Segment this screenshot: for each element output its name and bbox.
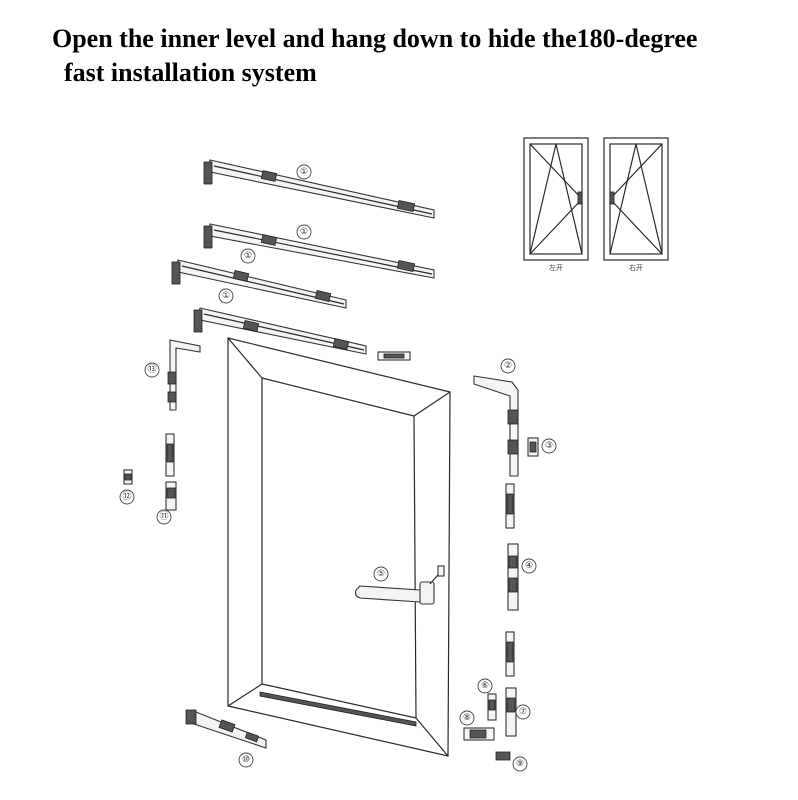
window-handle [354, 565, 445, 605]
part-3 [527, 437, 539, 457]
callout-6-text: ⑥ [481, 681, 489, 691]
callout-3: ③ [541, 438, 557, 454]
callout-3-text: ③ [545, 441, 553, 451]
part-11 [165, 481, 177, 511]
part-8 [463, 727, 495, 741]
callout-12: ⑫ [119, 489, 135, 505]
stay-arm-2 [203, 223, 435, 279]
callout-8: ⑧ [459, 710, 475, 726]
part-4 [507, 543, 519, 611]
callout-5-text: ⑤ [377, 569, 385, 579]
part-6 [487, 693, 497, 721]
stay-arm-4 [193, 307, 367, 355]
callout-4-text: ④ [525, 561, 533, 571]
callout-7: ⑦ [515, 704, 531, 720]
diagram-title: Open the inner level and hang down to hi… [52, 22, 772, 90]
title-line-1: Open the inner level and hang down to hi… [52, 24, 698, 53]
right-lock-bar-lower [505, 631, 515, 677]
part-12 [123, 469, 133, 485]
callout-11-text: ⑪ [159, 511, 168, 522]
part-7 [505, 687, 517, 737]
callout-2-text: ② [504, 361, 512, 371]
left-opening-thumbnail [523, 137, 589, 261]
callout-1a-text: ① [300, 167, 308, 177]
callout-1a: ① [296, 164, 312, 180]
callout-7-text: ⑦ [519, 707, 527, 717]
right-opening-thumbnail [603, 137, 669, 261]
callout-13-text: ⑬ [147, 364, 156, 375]
callout-11: ⑪ [156, 509, 172, 525]
sash-frame [227, 337, 451, 757]
callout-1c-text: ① [244, 251, 252, 261]
callout-1c: ① [240, 248, 256, 264]
callout-1b-text: ① [300, 227, 308, 237]
callout-6: ⑥ [477, 678, 493, 694]
corner-drive-13 [167, 339, 201, 411]
callout-10: ⑩ [238, 752, 254, 768]
stay-arm-1 [203, 159, 435, 219]
callout-5: ⑤ [373, 566, 389, 582]
right-lock-bar-upper [505, 483, 515, 529]
title-line-2: fast installation system [64, 58, 317, 87]
callout-1d-text: ① [222, 291, 230, 301]
left-opening-caption: 左开 [549, 263, 563, 272]
callout-9: ⑨ [512, 756, 528, 772]
callout-2: ② [500, 358, 516, 374]
right-opening-caption: 右开 [629, 263, 643, 272]
corner-drive-2 [473, 375, 519, 477]
callout-1b: ① [296, 224, 312, 240]
bottom-hinge-10 [185, 709, 267, 749]
left-lock-bar [165, 433, 175, 477]
callout-13: ⑬ [144, 362, 160, 378]
callout-4: ④ [521, 558, 537, 574]
callout-9-text: ⑨ [516, 759, 524, 769]
callout-8-text: ⑧ [463, 713, 471, 723]
callout-1d: ① [218, 288, 234, 304]
callout-10-text: ⑩ [242, 755, 250, 765]
part-9 [495, 751, 511, 761]
callout-12-text: ⑫ [122, 491, 131, 502]
stay-arm-3 [171, 259, 347, 309]
small-keeper-top [377, 351, 411, 361]
